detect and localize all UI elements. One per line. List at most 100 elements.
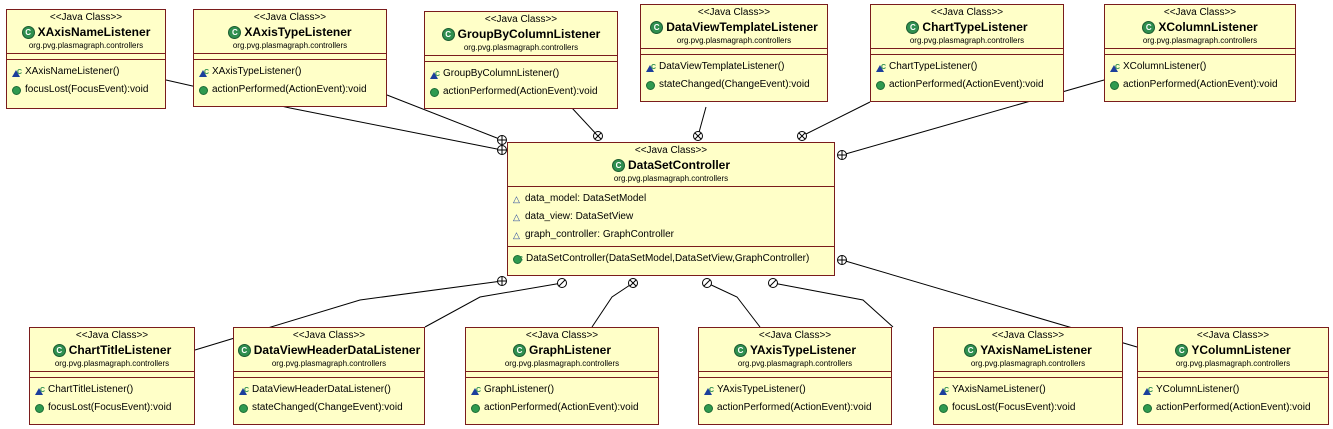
- public-method-icon: [35, 403, 44, 413]
- constructor-label: DataViewHeaderDataListener(): [252, 384, 391, 395]
- attributes-section: [234, 372, 424, 378]
- stereotype-label: <<Java Class>>: [697, 7, 771, 18]
- constructor-icon: C: [876, 62, 886, 72]
- class-icon: C: [611, 158, 625, 172]
- class-name: DataViewHeaderDataListener: [253, 343, 421, 357]
- package-field-icon: △: [513, 194, 520, 204]
- attributes-section: [7, 54, 165, 60]
- method-label: stateChanged(ChangeEvent):void: [659, 79, 810, 90]
- constructor-label: ChartTitleListener(): [48, 384, 134, 395]
- stereotype-label: <<Java Class>>: [1163, 7, 1237, 18]
- constructor-icon: C: [471, 385, 481, 395]
- stereotype-label: <<Java Class>>: [484, 14, 558, 25]
- constructor-label: YAxisTypeListener(): [717, 384, 806, 395]
- attribute-label: data_model: DataSetModel: [525, 193, 647, 204]
- attributes-section: [30, 372, 194, 378]
- package-name: org.pvg.plasmagraph.controllers: [1142, 36, 1258, 45]
- attributes-section: [871, 49, 1063, 55]
- class-icon: C: [650, 20, 664, 34]
- constructor-icon: C: [704, 385, 714, 395]
- constructor-label: XAxisNameListener(): [25, 66, 120, 77]
- public-method-icon: [876, 80, 885, 90]
- package-name: org.pvg.plasmagraph.controllers: [271, 359, 387, 368]
- package-name: org.pvg.plasmagraph.controllers: [1175, 359, 1291, 368]
- attributes-section: △ data_model: DataSetModel △ data_view: Da…: [508, 187, 834, 247]
- class-name: GroupByColumnListener: [457, 27, 601, 41]
- constructor-icon: C: [1143, 385, 1153, 395]
- method-label: focusLost(FocusEvent):void: [48, 402, 172, 413]
- constructor-icon: C: [939, 385, 949, 395]
- constructor-label: YColumnListener(): [1156, 384, 1240, 395]
- constructor-label: DataSetController(DataSetModel,DataSetVi…: [526, 253, 810, 264]
- constructor-icon: C: [239, 385, 249, 395]
- public-method-icon: [1143, 403, 1152, 413]
- class-name: DataSetController: [627, 158, 731, 172]
- public-method-icon: [430, 87, 439, 97]
- class-name: XColumnListener: [1158, 20, 1258, 34]
- method-label: actionPerformed(ActionEvent):void: [212, 84, 367, 95]
- public-method-icon: [704, 403, 713, 413]
- stereotype-label: <<Java Class>>: [253, 12, 327, 23]
- class-icon: C: [906, 20, 920, 34]
- method-label: actionPerformed(ActionEvent):void: [1156, 402, 1311, 413]
- package-name: org.pvg.plasmagraph.controllers: [737, 359, 853, 368]
- class-icon: C: [52, 343, 66, 357]
- method-label: focusLost(FocusEvent):void: [25, 84, 149, 95]
- stereotype-label: <<Java Class>>: [991, 330, 1065, 341]
- constructor-label: XAxisTypeListener(): [212, 66, 302, 77]
- constructor-icon: C: [35, 385, 45, 395]
- package-name: org.pvg.plasmagraph.controllers: [232, 41, 348, 50]
- method-label: actionPerformed(ActionEvent):void: [443, 86, 598, 97]
- class-icon: C: [512, 343, 526, 357]
- constructor-label: YAxisNameListener(): [952, 384, 1046, 395]
- method-label: actionPerformed(ActionEvent):void: [717, 402, 872, 413]
- constructor-icon: C: [430, 69, 440, 79]
- stereotype-label: <<Java Class>>: [930, 7, 1004, 18]
- method-label: actionPerformed(ActionEvent):void: [484, 402, 639, 413]
- public-method-icon: [471, 403, 480, 413]
- class-icon: C: [441, 27, 455, 41]
- stereotype-label: <<Java Class>>: [525, 330, 599, 341]
- attributes-section: [934, 372, 1122, 378]
- public-method-icon: [12, 85, 21, 95]
- package-field-icon: △: [513, 212, 520, 222]
- constructor-label: GraphListener(): [484, 384, 555, 395]
- attribute-label: data_view: DataSetView: [525, 211, 634, 222]
- stereotype-label: <<Java Class>>: [49, 12, 123, 23]
- package-name: org.pvg.plasmagraph.controllers: [970, 359, 1086, 368]
- class-icon: C: [237, 343, 251, 357]
- constructor-label: XColumnListener(): [1123, 61, 1207, 72]
- class-name: YAxisTypeListener: [749, 343, 857, 357]
- package-field-icon: △: [513, 230, 520, 240]
- class-name: ChartTitleListener: [68, 343, 172, 357]
